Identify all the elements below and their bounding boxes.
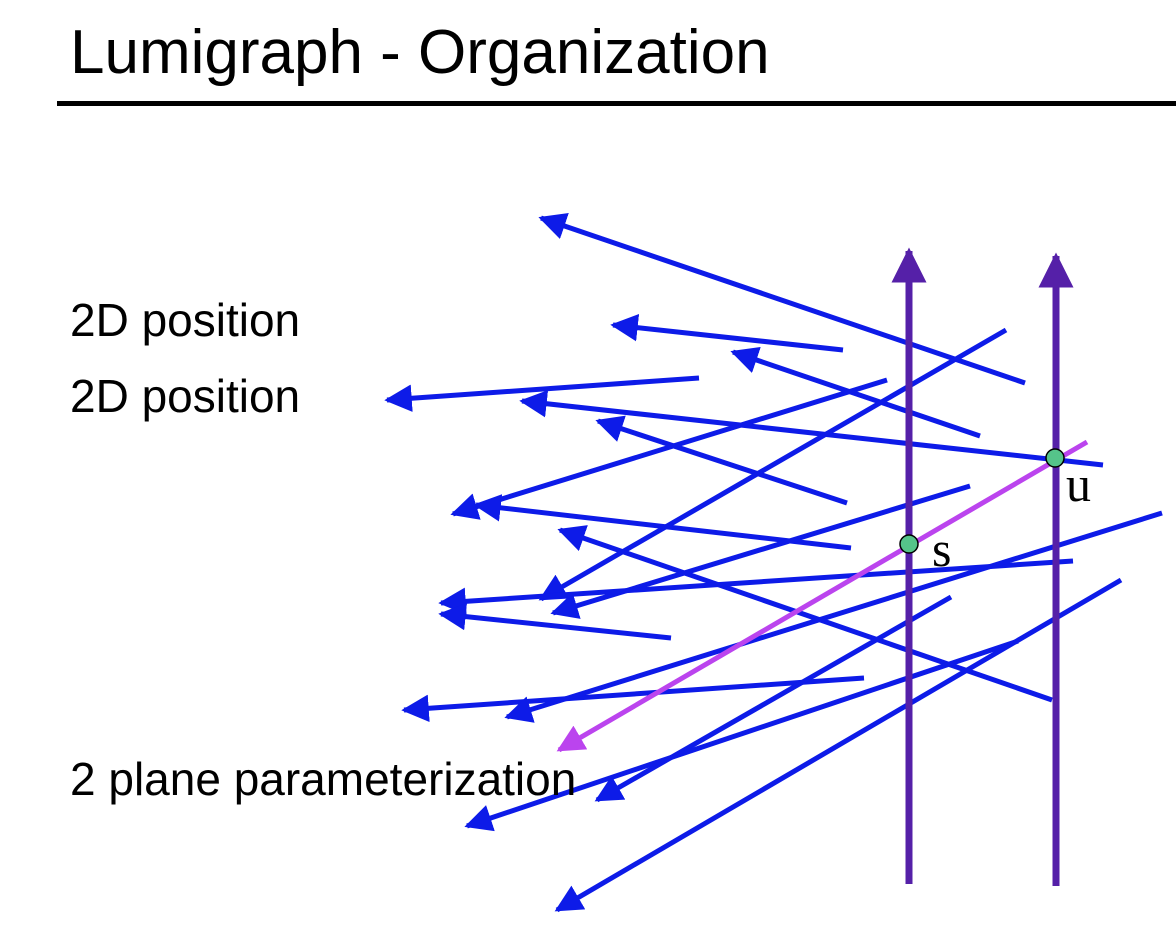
label-2d-position-2: 2D position [70, 370, 301, 422]
light-ray [538, 212, 1026, 386]
light-ray [438, 602, 672, 641]
light-rays [384, 212, 1163, 913]
light-ray [557, 525, 1053, 703]
light-ray [519, 390, 1104, 468]
light-ray [594, 594, 953, 803]
u-intersection-point [1045, 448, 1065, 468]
slide-title: Lumigraph - Organization [70, 18, 770, 87]
light-ray [450, 377, 888, 520]
highlighted-ray [556, 439, 1089, 753]
light-ray [401, 675, 865, 722]
parameterization-planes [891, 247, 1074, 886]
light-ray [730, 346, 981, 439]
label-two-plane-parameterization: 2 plane parameterization [70, 753, 577, 805]
light-ray [554, 577, 1123, 913]
light-ray [538, 327, 1008, 602]
light-ray [610, 314, 844, 353]
light-ray [595, 415, 848, 506]
label-2d-position-1: 2D position [70, 294, 301, 346]
light-ray [464, 638, 1019, 832]
light-ray [384, 375, 700, 412]
title-underline [57, 101, 1176, 106]
light-ray [438, 558, 1074, 616]
u-plane-label: u [1066, 456, 1091, 512]
s-plane-label: s [932, 521, 951, 577]
s-intersection-point [899, 534, 919, 554]
